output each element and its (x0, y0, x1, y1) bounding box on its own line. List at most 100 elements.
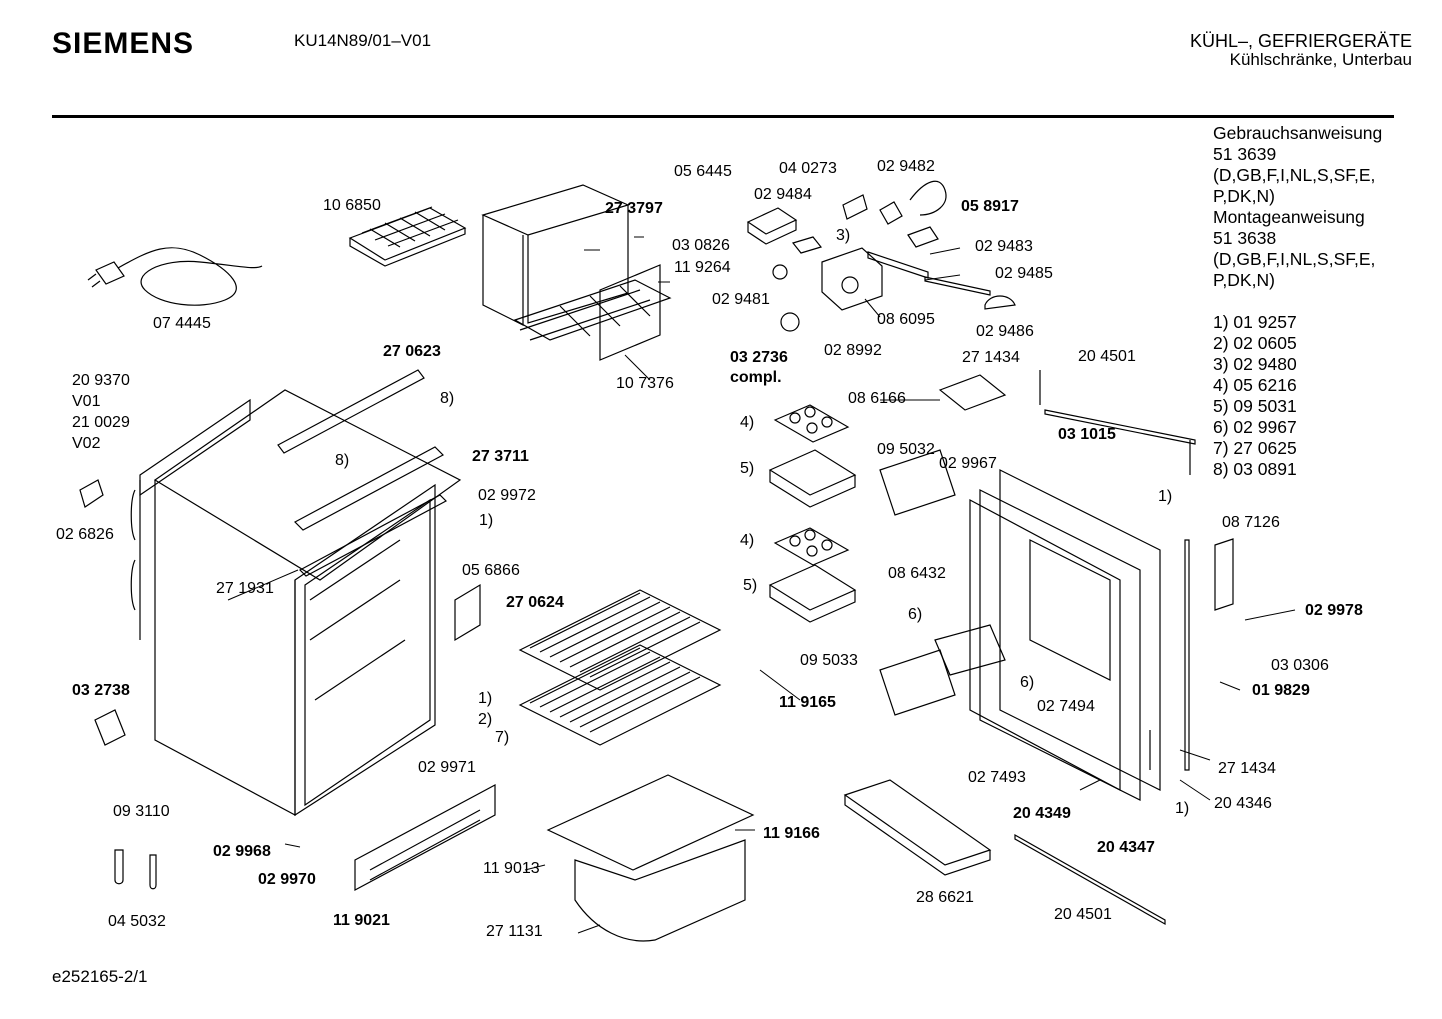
part-number-label: 10 6850 (323, 197, 381, 214)
freezer-compartment-part (481, 184, 672, 361)
part-number-label: 20 4347 (1097, 839, 1155, 856)
footnote: 1) 01 9257 (1213, 312, 1297, 332)
assembly-number: 51 3638 (1213, 228, 1277, 248)
part-number-label: 1) (1175, 800, 1190, 817)
power-cord-part (87, 247, 263, 306)
part-number-label: 10 7376 (616, 375, 674, 392)
part-number-label: 5) (743, 577, 758, 594)
part-number-label: 11 9021 (333, 912, 390, 929)
part-number-label: 7) (495, 729, 510, 746)
part-number-label: 20 4346 (1214, 795, 1272, 812)
part-number-label: 02 9485 (995, 265, 1053, 282)
part-number-label: 27 1131 (486, 923, 543, 940)
glass-shelves-part (518, 589, 755, 942)
manual-title: Gebrauchsanweisung (1213, 123, 1383, 143)
part-number-label: 02 9484 (754, 186, 812, 203)
part-number-label: 03 0306 (1271, 657, 1329, 674)
footnote: 7) 27 0625 (1213, 438, 1297, 458)
brand-logo: SIEMENS (52, 27, 195, 60)
part-number-label: 4) (740, 414, 755, 431)
part-number-label: 09 5033 (800, 652, 858, 669)
part-number-label: 3) (836, 227, 851, 244)
manual-languages-cont: P,DK,N) (1213, 186, 1275, 206)
part-number-label: 02 8992 (824, 342, 882, 359)
part-number-label: 09 3110 (113, 803, 170, 820)
part-number-label: 27 1434 (962, 349, 1020, 366)
part-number-label: 04 5032 (108, 913, 166, 930)
part-number-label: 02 9968 (213, 843, 271, 860)
category-subtitle: Kühlschränke, Unterbau (1229, 50, 1412, 69)
part-number-label: 03 2736 (730, 349, 788, 366)
category-title: KÜHL–, GEFRIERGERÄTE (1189, 31, 1412, 51)
thermostat-assembly-part (746, 180, 1016, 332)
part-number-label: 02 9978 (1305, 602, 1363, 619)
leader-lines (227, 236, 1296, 934)
part-number-label: 03 1015 (1058, 426, 1116, 443)
part-number-label: 20 4501 (1054, 906, 1112, 923)
part-number-label: 11 9013 (483, 860, 540, 877)
part-number-label: 6) (908, 606, 923, 623)
part-number-label: 27 1434 (1218, 760, 1276, 777)
part-number-label: 02 9483 (975, 238, 1033, 255)
part-number-label: 4) (740, 532, 755, 549)
part-number-label: 2) (478, 711, 493, 728)
part-number-label: 8) (335, 452, 350, 469)
footnote: 2) 02 0605 (1213, 333, 1297, 353)
part-number-label: 02 9971 (418, 759, 476, 776)
part-number-label: 20 4501 (1078, 348, 1136, 365)
part-number-label: 02 9970 (258, 871, 316, 888)
assembly-title: Montageanweisung (1213, 207, 1365, 227)
top-rail-parts (277, 369, 447, 577)
part-number-label: 27 3797 (605, 200, 663, 217)
part-number-label: 02 7493 (968, 769, 1026, 786)
part-number-label: V02 (72, 435, 101, 452)
part-number-label: 27 3711 (472, 448, 529, 465)
part-number-label: 27 0624 (506, 594, 564, 611)
part-number-label: 20 9370 (72, 372, 130, 389)
header-divider (52, 115, 1394, 118)
part-number-label: 07 4445 (153, 315, 211, 332)
part-number-label: 05 6866 (462, 562, 520, 579)
part-number-label: 09 5032 (877, 441, 935, 458)
part-number-label: 08 6166 (848, 390, 906, 407)
part-number-label: 04 0273 (779, 160, 837, 177)
assembly-languages-cont: P,DK,N) (1213, 270, 1275, 290)
footnote: 5) 09 5031 (1213, 396, 1297, 416)
part-number-label: 11 9166 (763, 825, 820, 842)
part-number-label: 08 6095 (877, 311, 935, 328)
document-id: e252165-2/1 (52, 967, 148, 986)
part-number-label: 02 9486 (976, 323, 1034, 340)
part-number-label: 27 1931 (216, 580, 274, 597)
part-number-label: 05 6445 (674, 163, 732, 180)
part-number-label: compl. (730, 369, 782, 386)
part-number-label: 03 2738 (72, 682, 130, 699)
part-number-label: 28 6621 (916, 889, 974, 906)
part-number-label: 20 4349 (1013, 805, 1071, 822)
door-part (969, 370, 1196, 926)
part-number-label: 01 9829 (1252, 682, 1310, 699)
ice-tray-part (348, 206, 467, 267)
part-number-label: 02 9972 (478, 487, 536, 504)
side-notes-panel: Gebrauchsanweisung 51 3639 (D,GB,F,I,NL,… (1213, 123, 1382, 480)
door-shelf-parts (843, 374, 1007, 876)
part-number-label: 6) (1020, 674, 1035, 691)
part-number-label: 5) (740, 460, 755, 477)
part-number-label: V01 (72, 393, 101, 410)
part-number-label: 02 7494 (1037, 698, 1095, 715)
part-number-label: 1) (1158, 488, 1173, 505)
manual-number: 51 3639 (1213, 144, 1277, 164)
part-number-label: 02 9967 (939, 455, 997, 472)
assembly-languages: (D,GB,F,I,NL,S,SF,E, (1213, 249, 1376, 269)
part-number-label: 11 9165 (779, 694, 836, 711)
manual-languages: (D,GB,F,I,NL,S,SF,E, (1213, 165, 1376, 185)
footnote: 8) 03 0891 (1213, 459, 1297, 479)
part-number-label: 02 9481 (712, 291, 770, 308)
footnote: 4) 05 6216 (1213, 375, 1297, 395)
part-number-label: 02 9482 (877, 158, 935, 175)
egg-racks-part (768, 404, 857, 623)
part-number-label: 02 6826 (56, 526, 114, 543)
model-number: KU14N89/01–V01 (294, 31, 432, 50)
base-grille-part (79, 479, 1234, 892)
part-number-label: 08 7126 (1222, 514, 1280, 531)
